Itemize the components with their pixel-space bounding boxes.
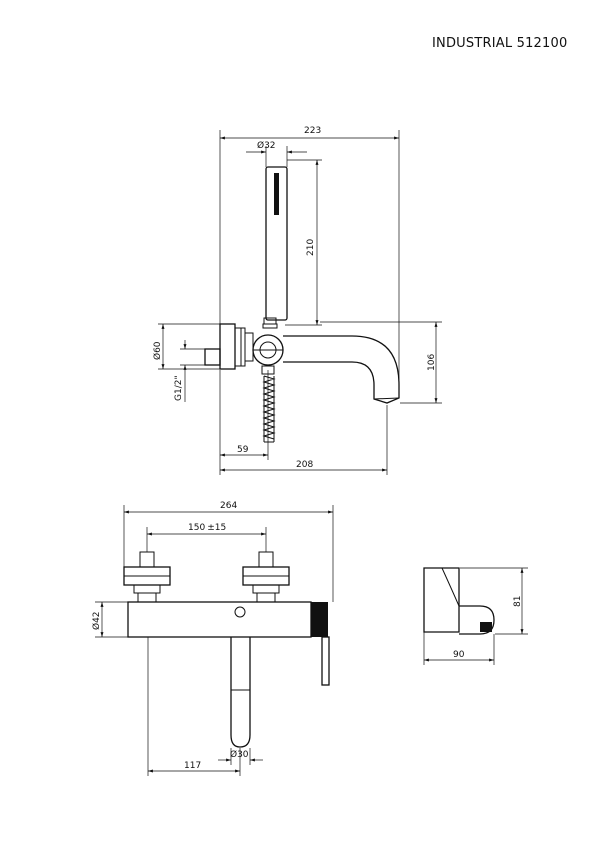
dim-handshower-diameter: Ø32 [257, 140, 276, 151]
hand-shower [262, 166, 288, 329]
dim-outlet-diameter: Ø30 [230, 749, 249, 760]
front-view: 264 150±15 Ø42 117 Ø30 [91, 501, 334, 776]
center-distance-value: 150 [188, 523, 205, 533]
dim-front-body-diameter: Ø42 [91, 611, 102, 630]
inlet-connector [204, 348, 221, 366]
spout [283, 335, 400, 404]
dim-spout-projection: 208 [296, 460, 313, 470]
dim-front-overall-width: 264 [220, 501, 237, 511]
end-cap [311, 602, 328, 637]
mixer-body [127, 601, 312, 638]
side-body [423, 567, 495, 635]
wall-flange [219, 323, 254, 370]
side-view: 90 81 [423, 567, 528, 665]
center-distance-tolerance: ±15 [207, 523, 226, 533]
dim-inlet-offset: 59 [237, 445, 249, 455]
dim-top-overall-width: 223 [304, 126, 321, 136]
dim-body-diameter: Ø60 [152, 341, 163, 360]
dim-side-height: 81 [513, 596, 523, 607]
dim-outlet-offset: 117 [184, 761, 201, 771]
right-handle [242, 551, 290, 603]
dim-side-depth: 90 [453, 650, 465, 660]
product-title: INDUSTRIAL 512100 [432, 36, 568, 51]
shower-hose [261, 365, 276, 443]
dim-spout-height: 106 [427, 354, 437, 371]
diverter-body [252, 334, 284, 366]
dim-handshower-length: 210 [306, 239, 316, 256]
diverter-hole [234, 606, 246, 618]
dim-thread: G1/2" [174, 375, 184, 401]
diverter-lever [321, 636, 330, 686]
top-view: 223 Ø32 210 Ø60 G1/2" [152, 126, 442, 475]
left-handle [123, 551, 171, 603]
dim-center-distance: 150±15 [188, 523, 226, 533]
front-spout [230, 637, 251, 748]
